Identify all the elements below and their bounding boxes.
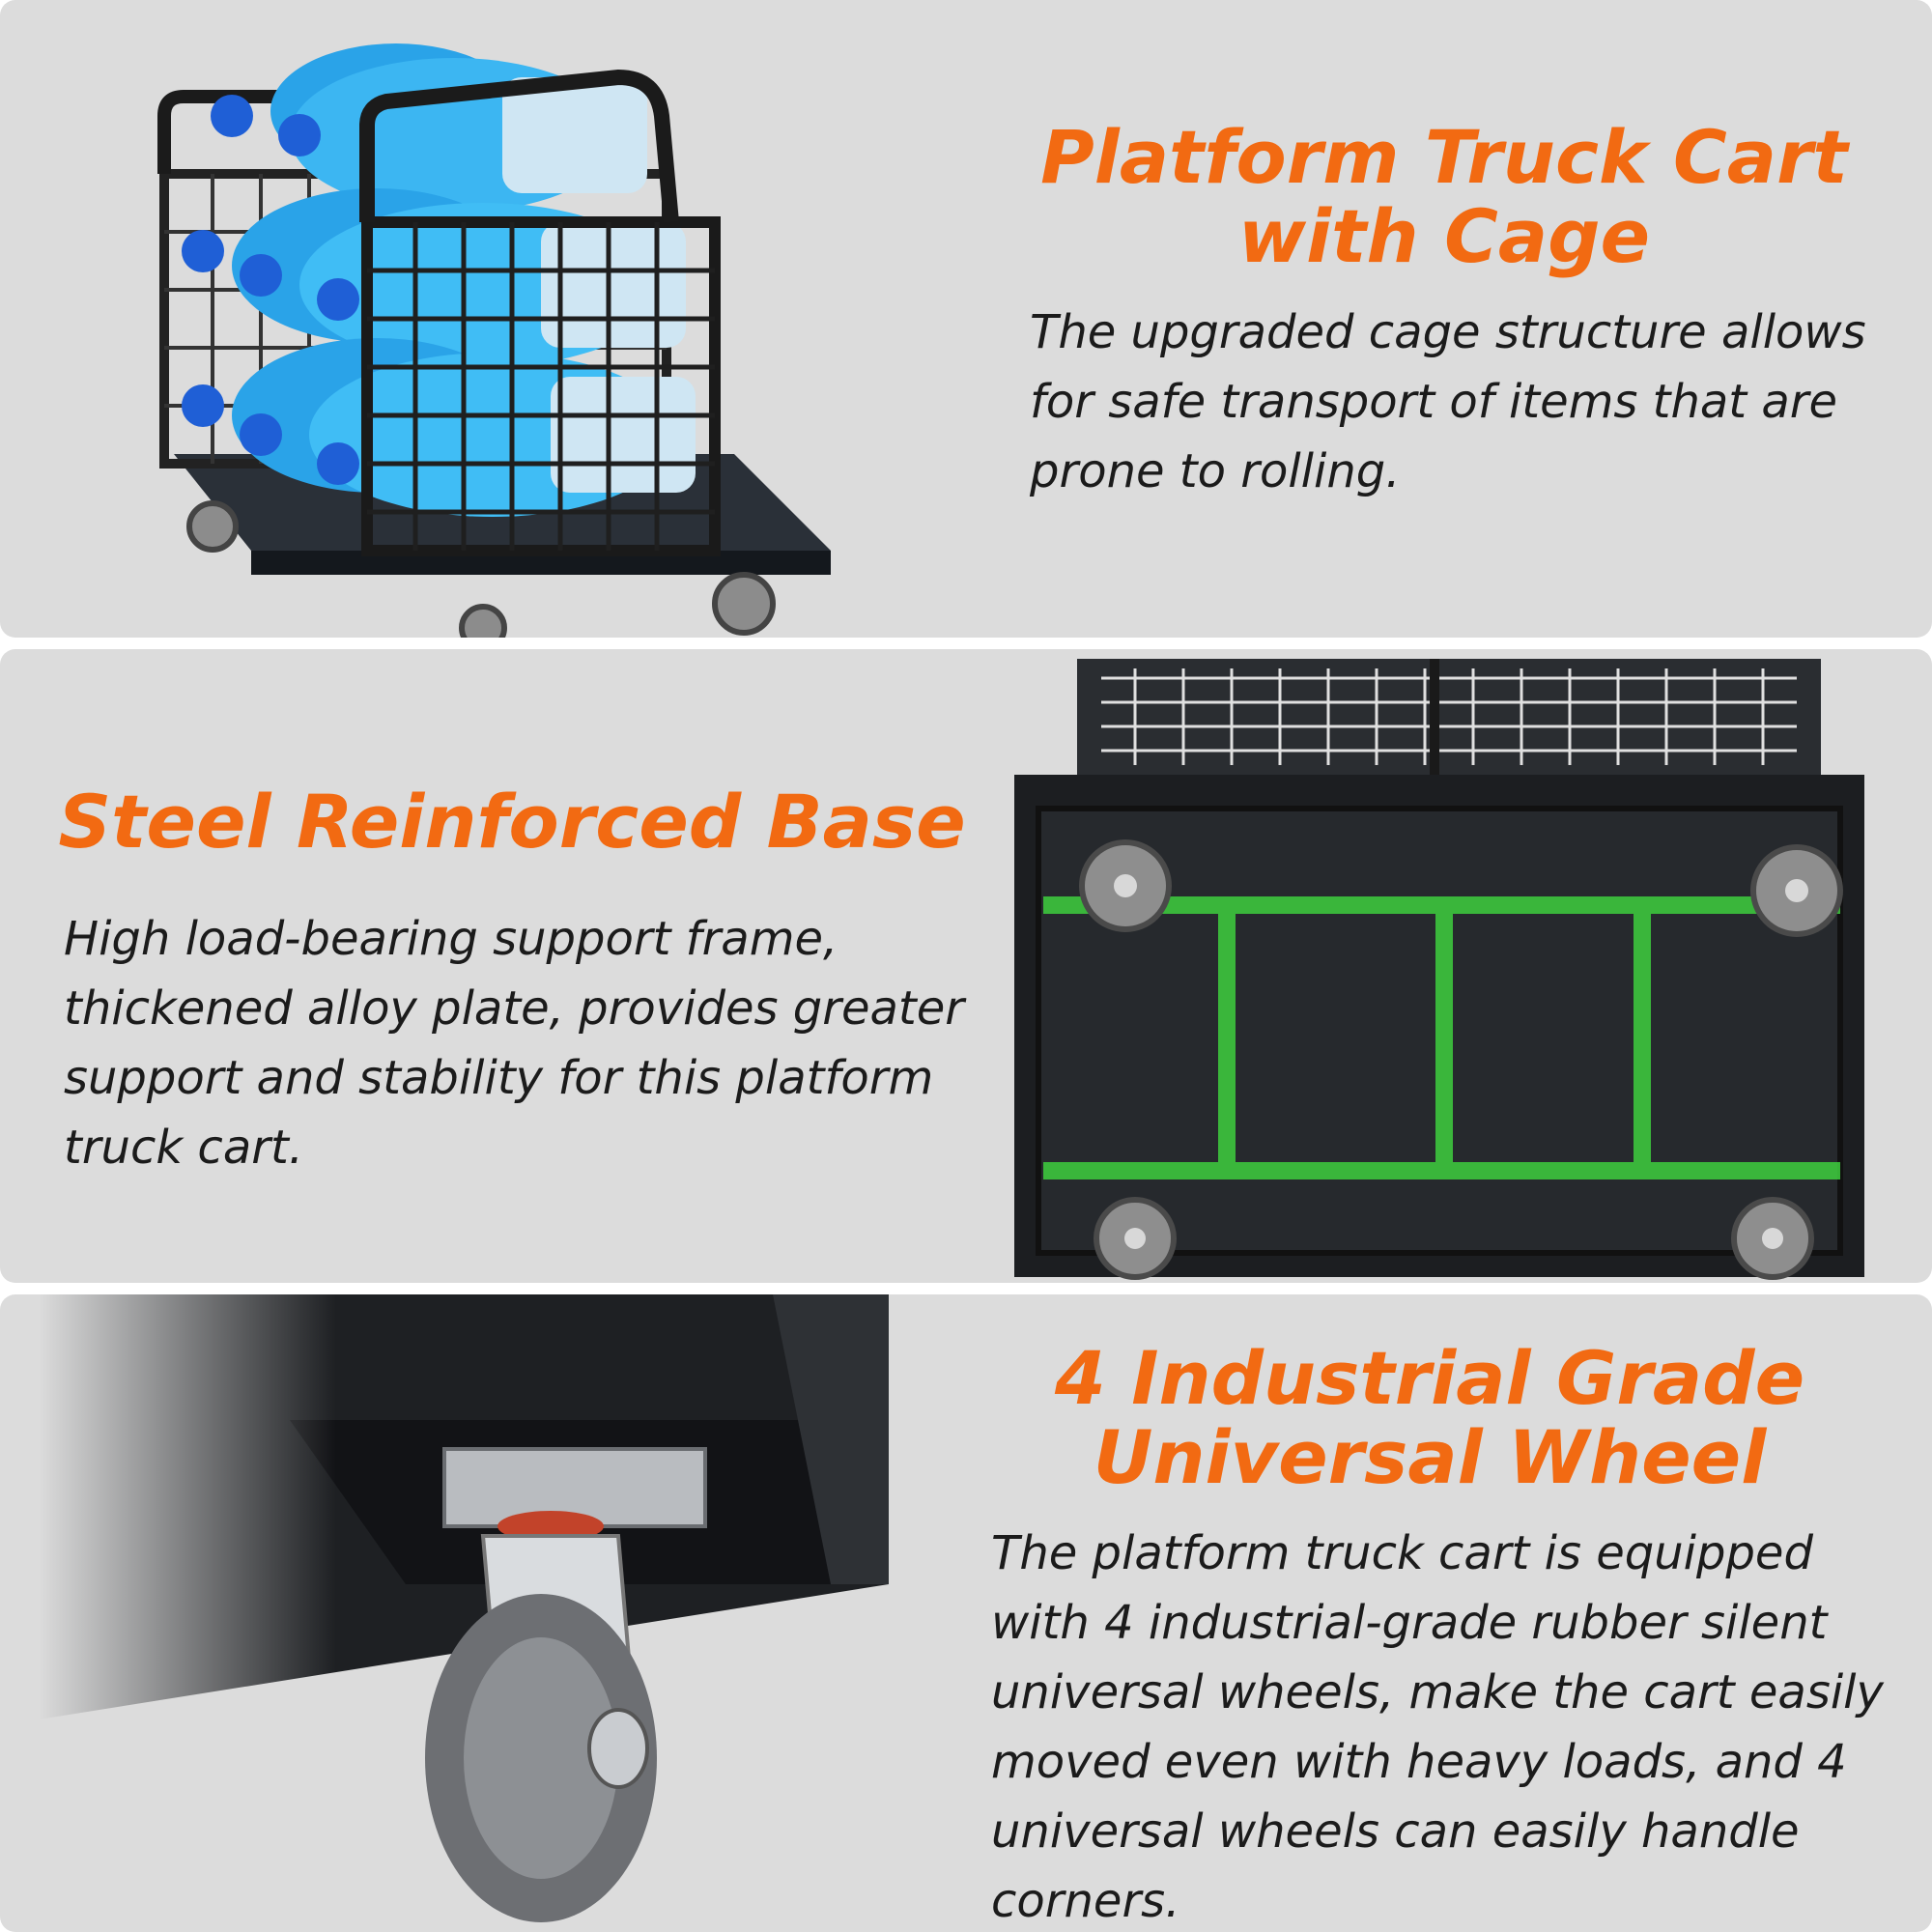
cart-with-water-bottles-image xyxy=(135,10,889,638)
feature-panel-base: Steel Reinforced Base High load-bearing … xyxy=(0,649,1932,1283)
section-description-cage: The upgraded cage structure allows for s… xyxy=(1030,305,1866,498)
feature-panel-wheel: 4 Industrial Grade Universal Wheel The p… xyxy=(0,1294,1932,1932)
caster-wheel-closeup-image xyxy=(0,1294,908,1932)
title-line-1: 4 Industrial Grade xyxy=(1054,1335,1805,1421)
feature-panel-cage: Platform Truck Cart with Cage The upgrad… xyxy=(0,0,1932,638)
section-description-wheel: The platform truck cart is equipped with… xyxy=(991,1526,1884,1928)
title-line-2: Universal Wheel xyxy=(1093,1414,1767,1500)
section-title-wheel: 4 Industrial Grade Universal Wheel xyxy=(966,1339,1893,1497)
section-title-cage: Platform Truck Cart with Cage xyxy=(966,118,1922,276)
section-description-base: High load-bearing support frame, thicken… xyxy=(64,912,964,1175)
cart-underside-frame-image xyxy=(1009,649,1879,1283)
title-line-1: Platform Truck Cart xyxy=(1040,114,1848,200)
title-line-2: with Cage xyxy=(1237,193,1651,279)
section-title-base: Steel Reinforced Base xyxy=(58,779,966,865)
